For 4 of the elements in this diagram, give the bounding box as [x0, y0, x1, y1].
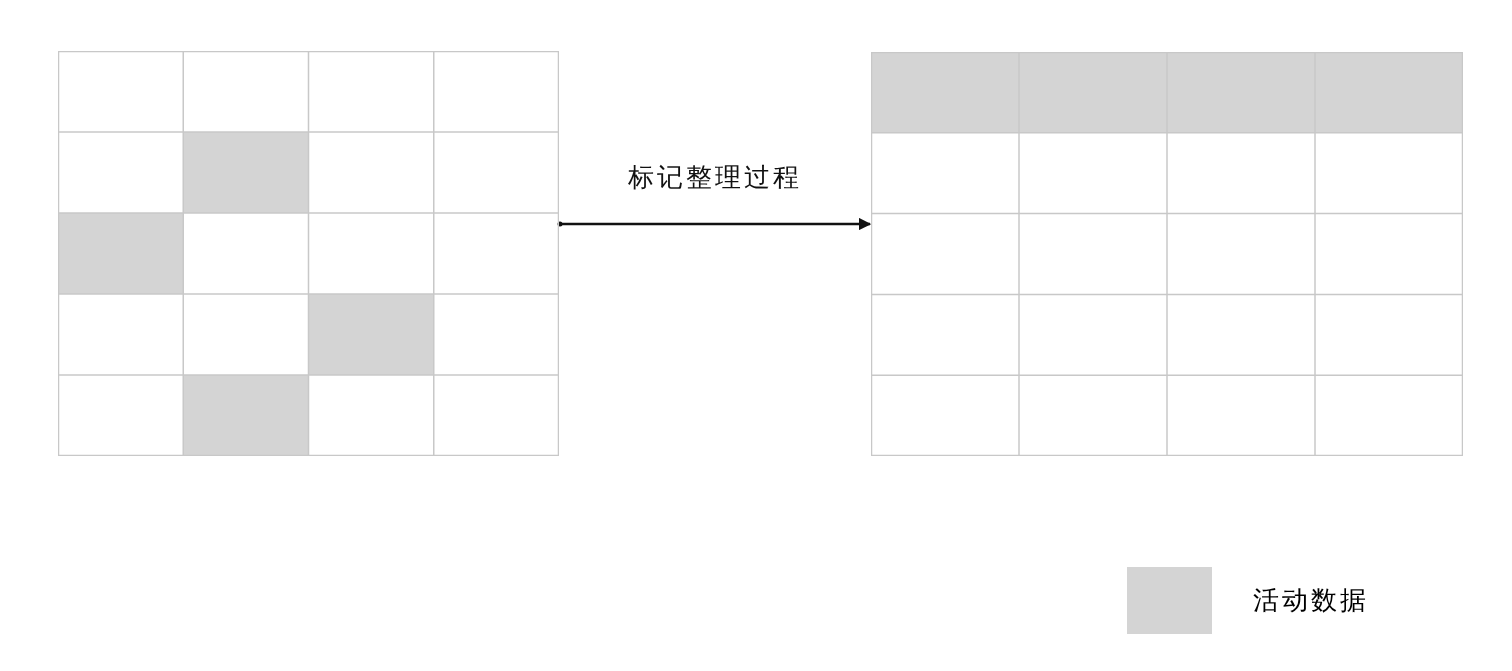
memory-grid	[58, 51, 559, 456]
memory-grid	[871, 52, 1463, 456]
arrow	[557, 217, 872, 231]
legend-label: 活动数据	[1253, 584, 1369, 617]
